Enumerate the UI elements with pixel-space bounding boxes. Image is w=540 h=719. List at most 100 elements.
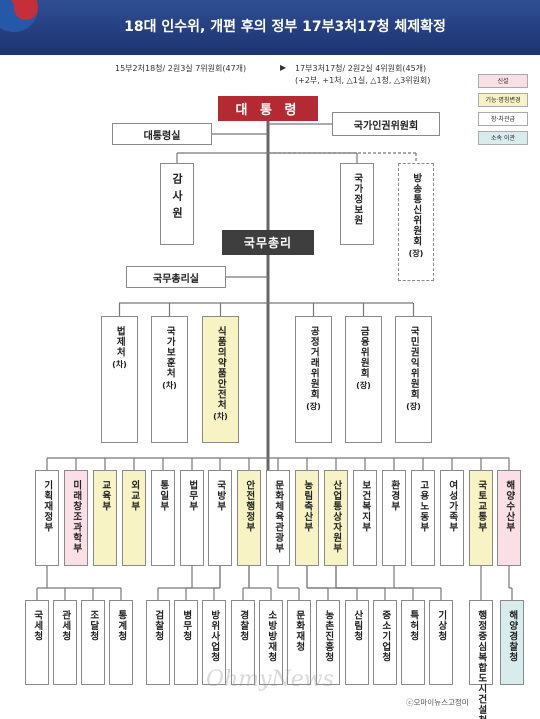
pm-ministry-6-box: 국민권익위원회(장): [395, 316, 432, 443]
pm-ministry-2-label: 국가보훈처: [164, 326, 176, 379]
change-summary: (+2부, +1처, △1실, △1청, △3위원회): [295, 76, 431, 85]
department-16-label: 국토교통부: [475, 480, 487, 533]
broadcast-commission-label: 방송통신위원회: [410, 173, 422, 247]
page-title: 18대 인수위, 개편 후의 정부 17부3처17청 체제확정: [124, 19, 446, 35]
agency-2-label: 관세청: [59, 610, 71, 642]
legend-cabinet: 장·차관급: [478, 112, 528, 126]
pm-ministry-6-label: 국민권익위원회: [408, 326, 420, 400]
department-14-box: 고용노동부: [411, 470, 435, 566]
agency-14-label: 특허청: [407, 610, 419, 642]
department-8-box: 안전행정부: [237, 470, 261, 566]
agency-1-label: 국세청: [31, 610, 43, 642]
agency-3-label: 조달청: [87, 610, 99, 642]
president-box: 대 통 령: [218, 96, 318, 121]
agency-17-label: 해양경찰청: [506, 610, 518, 663]
agency-5-label: 검찰청: [152, 610, 164, 642]
agency-1-box: 국세청: [25, 600, 49, 685]
broadcast-commission-box: 방송통신위원회 (장): [398, 163, 434, 281]
pm-ministry-1-note: (차): [112, 359, 127, 369]
pm-ministry-2-box: 국가보훈처(차): [151, 316, 188, 443]
department-7-label: 국방부: [214, 480, 226, 512]
department-10-box: 농림축산부: [295, 470, 319, 566]
department-12-box: 보건복지부: [353, 470, 377, 566]
agency-9-box: 소방방재청: [259, 600, 283, 685]
agency-8-label: 경찰청: [237, 610, 249, 642]
pm-ministry-3-note: (차): [213, 412, 228, 421]
agency-14-box: 특허청: [401, 600, 425, 685]
department-5-label: 통일부: [157, 480, 169, 512]
department-12-label: 보건복지부: [359, 480, 371, 533]
agency-7-box: 방위사업청: [202, 600, 226, 685]
department-1-label: 기획재정부: [41, 480, 53, 533]
nis-box: 국가정보원: [340, 163, 374, 245]
department-3-label: 교육부: [99, 480, 111, 512]
agency-12-box: 산림청: [345, 600, 369, 685]
department-6-label: 법무부: [186, 480, 198, 512]
department-2-label: 미래창조과학부: [70, 480, 82, 554]
department-17-label: 해양수산부: [503, 480, 515, 533]
pm-ministry-4-box: 공정거래위원회(장): [295, 316, 332, 443]
agency-8-box: 경찰청: [231, 600, 255, 685]
legend-changed: 기능·명칭변경: [478, 93, 528, 107]
agency-13-box: 중소기업청: [373, 600, 397, 685]
agency-6-box: 병무청: [174, 600, 198, 685]
agency-7-label: 방위사업청: [208, 610, 220, 663]
watermark: OhmyNews: [206, 667, 334, 692]
agency-15-box: 기상청: [429, 600, 453, 685]
pm-ministry-5-label: 금융위원회: [358, 326, 370, 379]
department-14-label: 고용노동부: [417, 480, 429, 533]
pm-ministry-2-note: (차): [162, 380, 177, 390]
arrow-icon: ▶: [280, 63, 287, 72]
nis-label: 국가정보원: [351, 173, 363, 226]
department-2-box: 미래창조과학부: [64, 470, 88, 566]
department-3-box: 교육부: [93, 470, 117, 566]
prime-minister-box: 국무총리: [222, 230, 314, 255]
agency-9-label: 소방방재청: [265, 610, 277, 663]
pm-ministry-4-label: 공정거래위원회: [308, 326, 320, 400]
agency-16-label: 행정중심복합도시건설청: [475, 610, 487, 719]
agency-2-box: 관세청: [53, 600, 77, 685]
department-16-box: 국토교통부: [469, 470, 493, 566]
presidential-office-box: 대통령실: [112, 123, 212, 145]
agency-12-label: 산림청: [351, 610, 363, 642]
department-9-label: 문화체육관광부: [272, 480, 284, 554]
department-4-box: 외교부: [122, 470, 146, 566]
agency-11-box: 농촌진흥청: [316, 600, 340, 685]
credit: ⓒ오마이뉴스고정미: [406, 698, 469, 707]
agency-5-box: 검찰청: [146, 600, 170, 685]
agency-13-label: 중소기업청: [379, 610, 391, 663]
agency-4-box: 통계청: [109, 600, 133, 685]
pm-ministry-5-note: (장): [356, 380, 371, 390]
department-4-label: 외교부: [128, 480, 140, 512]
human-rights-commission-box: 국가인권위원회: [332, 112, 440, 136]
agency-3-box: 조달청: [81, 600, 105, 685]
agency-4-label: 통계청: [115, 610, 127, 642]
pm-ministry-4-note: (장): [306, 401, 321, 411]
pm-ministry-1-box: 법제처(차): [101, 316, 138, 443]
agency-10-box: 문화재청: [287, 600, 311, 685]
department-6-box: 법무부: [180, 470, 204, 566]
department-5-box: 통일부: [151, 470, 175, 566]
government-emblem-icon: [0, 0, 60, 55]
department-9-box: 문화체육관광부: [266, 470, 290, 566]
agency-15-label: 기상청: [435, 610, 447, 642]
agency-16-box: 행정중심복합도시건설청: [469, 600, 493, 719]
department-15-label: 여성가족부: [446, 480, 458, 533]
after-summary: 17부3처17청/ 2원2실 4위원회(45개): [295, 64, 427, 73]
agency-10-label: 문화재청: [293, 610, 305, 652]
department-8-label: 안전행정부: [243, 480, 255, 533]
department-1-box: 기획재정부: [35, 470, 59, 566]
department-11-label: 산업통상자원부: [330, 480, 342, 554]
pm-ministry-1-label: 법제처: [114, 326, 126, 358]
department-15-box: 여성가족부: [440, 470, 464, 566]
audit-board-box: 감사원: [160, 163, 194, 245]
header-banner: 18대 인수위, 개편 후의 정부 17부3처17청 체제확정: [0, 0, 540, 55]
pm-office-box: 국무총리실: [126, 266, 226, 288]
department-7-box: 국방부: [208, 470, 232, 566]
broadcast-commission-note: (장): [408, 248, 424, 258]
agency-17-box: 해양경찰청: [500, 600, 524, 685]
department-13-box: 환경부: [382, 470, 406, 566]
pm-ministry-5-box: 금융위원회(장): [345, 316, 382, 443]
agency-6-label: 병무청: [180, 610, 192, 642]
